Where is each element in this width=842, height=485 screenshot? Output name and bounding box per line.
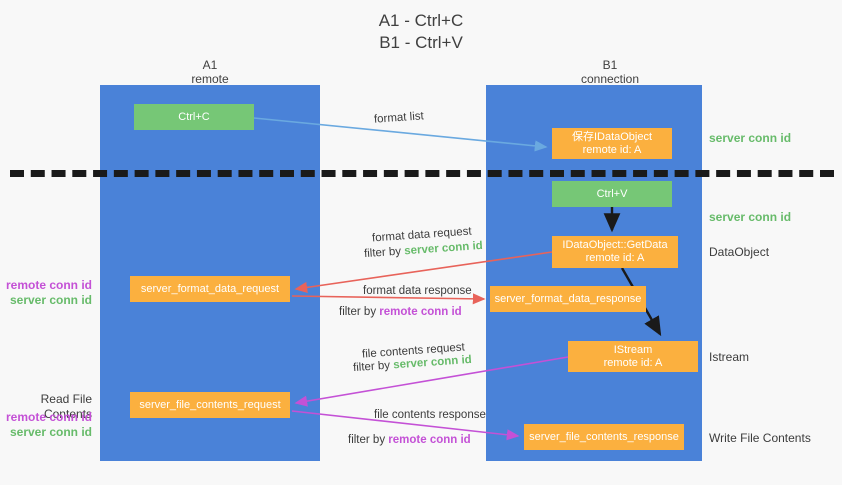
node-save-idataobject-sublabel: remote id: A: [582, 143, 642, 156]
node-istream-label: IStream: [613, 343, 653, 356]
column-header-b1: B1 connection: [530, 58, 690, 86]
title-line-2: B1 - Ctrl+V: [379, 33, 463, 52]
column-header-b1-sub: connection: [580, 72, 640, 86]
filter-by-text-2: filter by: [339, 306, 377, 318]
annotation-read-file-contents: Read File Contents: [40, 392, 92, 421]
edge-label-format-data-response: format data response: [363, 285, 472, 297]
node-ctrl-v[interactable]: Ctrl+V: [552, 181, 672, 207]
node-idataobject-getdata-sublabel: remote id: A: [585, 252, 645, 264]
column-header-a1-sub: remote: [191, 72, 229, 86]
annotation-server-conn-id-2: server conn id: [9, 425, 92, 439]
annotation-istream: Istream: [709, 350, 750, 364]
node-ctrl-c[interactable]: Ctrl+C: [134, 104, 254, 130]
node-ctrl-v-label: Ctrl+V: [596, 187, 628, 200]
annotation-conn-ids-format: remote conn id server conn id: [0, 278, 92, 308]
edge-label-format-data-response-filter: filter by remote conn id: [339, 305, 462, 320]
annotation-server-conn-id-top: server conn id: [709, 131, 792, 145]
node-istream[interactable]: IStream remote id: A: [568, 341, 698, 372]
filter-server-conn-id-2: server conn id: [392, 353, 473, 372]
node-server-file-contents-response[interactable]: server_file_contents_response: [524, 424, 684, 450]
filter-remote-conn-id-1: remote conn id: [379, 306, 462, 318]
annotation-write-file-contents: Write File Contents: [709, 431, 811, 445]
filter-remote-conn-id-2: remote conn id: [388, 434, 471, 446]
node-save-idataobject-label: 保存IDataObject: [571, 130, 653, 143]
edge-label-format-list: format list: [373, 110, 425, 126]
node-server-format-data-request-label: server_format_data_request: [140, 282, 280, 295]
filter-by-text-4: filter by: [348, 434, 386, 446]
title-line-1: A1 - Ctrl+C: [378, 11, 464, 30]
node-server-format-data-response[interactable]: server_format_data_response: [490, 286, 646, 312]
filter-server-conn-id-1: server conn id: [403, 239, 484, 258]
column-header-a1: A1 remote: [130, 58, 290, 86]
edge-label-file-contents-response-filter: filter by remote conn id: [348, 433, 471, 448]
node-save-idataobject[interactable]: 保存IDataObject remote id: A: [552, 128, 672, 159]
filter-by-text-3: filter by: [352, 359, 391, 375]
node-server-format-data-response-label: server_format_data_response: [494, 292, 642, 305]
dashed-divider: [10, 170, 834, 177]
annotation-dataobject: DataObject: [709, 245, 770, 259]
node-idataobject-getdata-label: IDataObject::GetData: [562, 239, 668, 251]
annotation-remote-conn-id-2: remote conn id: [5, 410, 92, 424]
annotation-server-conn-id-mid: server conn id: [709, 210, 792, 224]
annotation-server-conn-id-1: server conn id: [9, 293, 92, 307]
annotation-remote-conn-id-1: remote conn id: [5, 278, 92, 292]
node-server-file-contents-response-label: server_file_contents_response: [529, 430, 679, 443]
node-idataobject-getdata[interactable]: IDataObject::GetData remote id: A: [552, 236, 678, 268]
filter-by-text-1: filter by: [363, 245, 402, 261]
node-istream-sublabel: remote id: A: [603, 356, 663, 369]
node-server-format-data-request[interactable]: server_format_data_request: [130, 276, 290, 302]
edge-label-file-contents-response: file contents response: [374, 409, 486, 421]
column-header-a1-name: A1: [202, 58, 218, 72]
annotation-conn-ids-file: remote conn id server conn id: [0, 410, 92, 440]
node-server-file-contents-request[interactable]: server_file_contents_request: [130, 392, 290, 418]
node-server-file-contents-request-label: server_file_contents_request: [139, 398, 281, 411]
node-ctrl-c-label: Ctrl+C: [178, 110, 210, 123]
page-title: A1 - Ctrl+C B1 - Ctrl+V: [0, 10, 842, 54]
column-header-b1-name: B1: [602, 58, 618, 72]
